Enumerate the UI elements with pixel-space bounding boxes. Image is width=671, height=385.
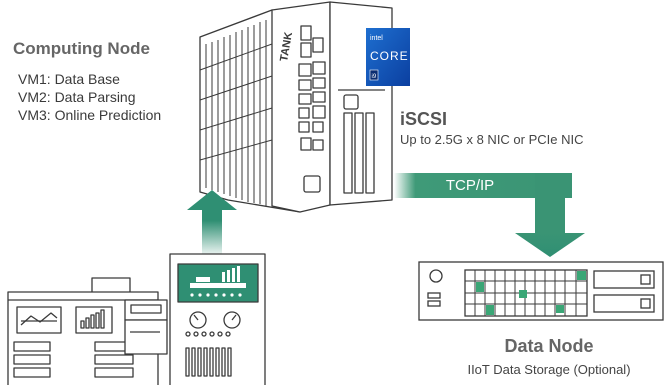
svg-text:CORE: CORE	[370, 49, 409, 63]
machine-screen	[190, 266, 246, 297]
computing-node-title: Computing Node	[13, 39, 150, 58]
svg-text:i9: i9	[372, 74, 377, 80]
data-node-title: Data Node	[504, 336, 594, 356]
vm-item: VM3: Online Prediction	[18, 107, 162, 123]
svg-text:intel: intel	[370, 35, 383, 42]
iscsi-subtitle: Up to 2.5G x 8 NIC or PCIe NIC	[400, 132, 584, 147]
industrial-machine-icon	[7, 253, 266, 385]
vm-item: VM1: Data Base	[18, 71, 120, 87]
drive-activity-leds	[476, 271, 586, 315]
up-arrow	[187, 190, 237, 258]
server-icon	[199, 1, 393, 213]
tcp-ip-arrow	[394, 173, 585, 257]
vm-item: VM2: Data Parsing	[18, 89, 136, 105]
tcp-ip-label: TCP/IP	[445, 177, 495, 194]
data-node-subtitle: IIoT Data Storage (Optional)	[467, 362, 631, 377]
intel-core-i9-badge: intel CORE i9	[366, 28, 410, 86]
iscsi-title: iSCSI	[400, 109, 448, 129]
server-logo: TANK	[278, 31, 295, 62]
storage-server-icon	[418, 261, 664, 321]
vm-list: VM1: Data Base VM2: Data Parsing VM3: On…	[18, 70, 161, 124]
